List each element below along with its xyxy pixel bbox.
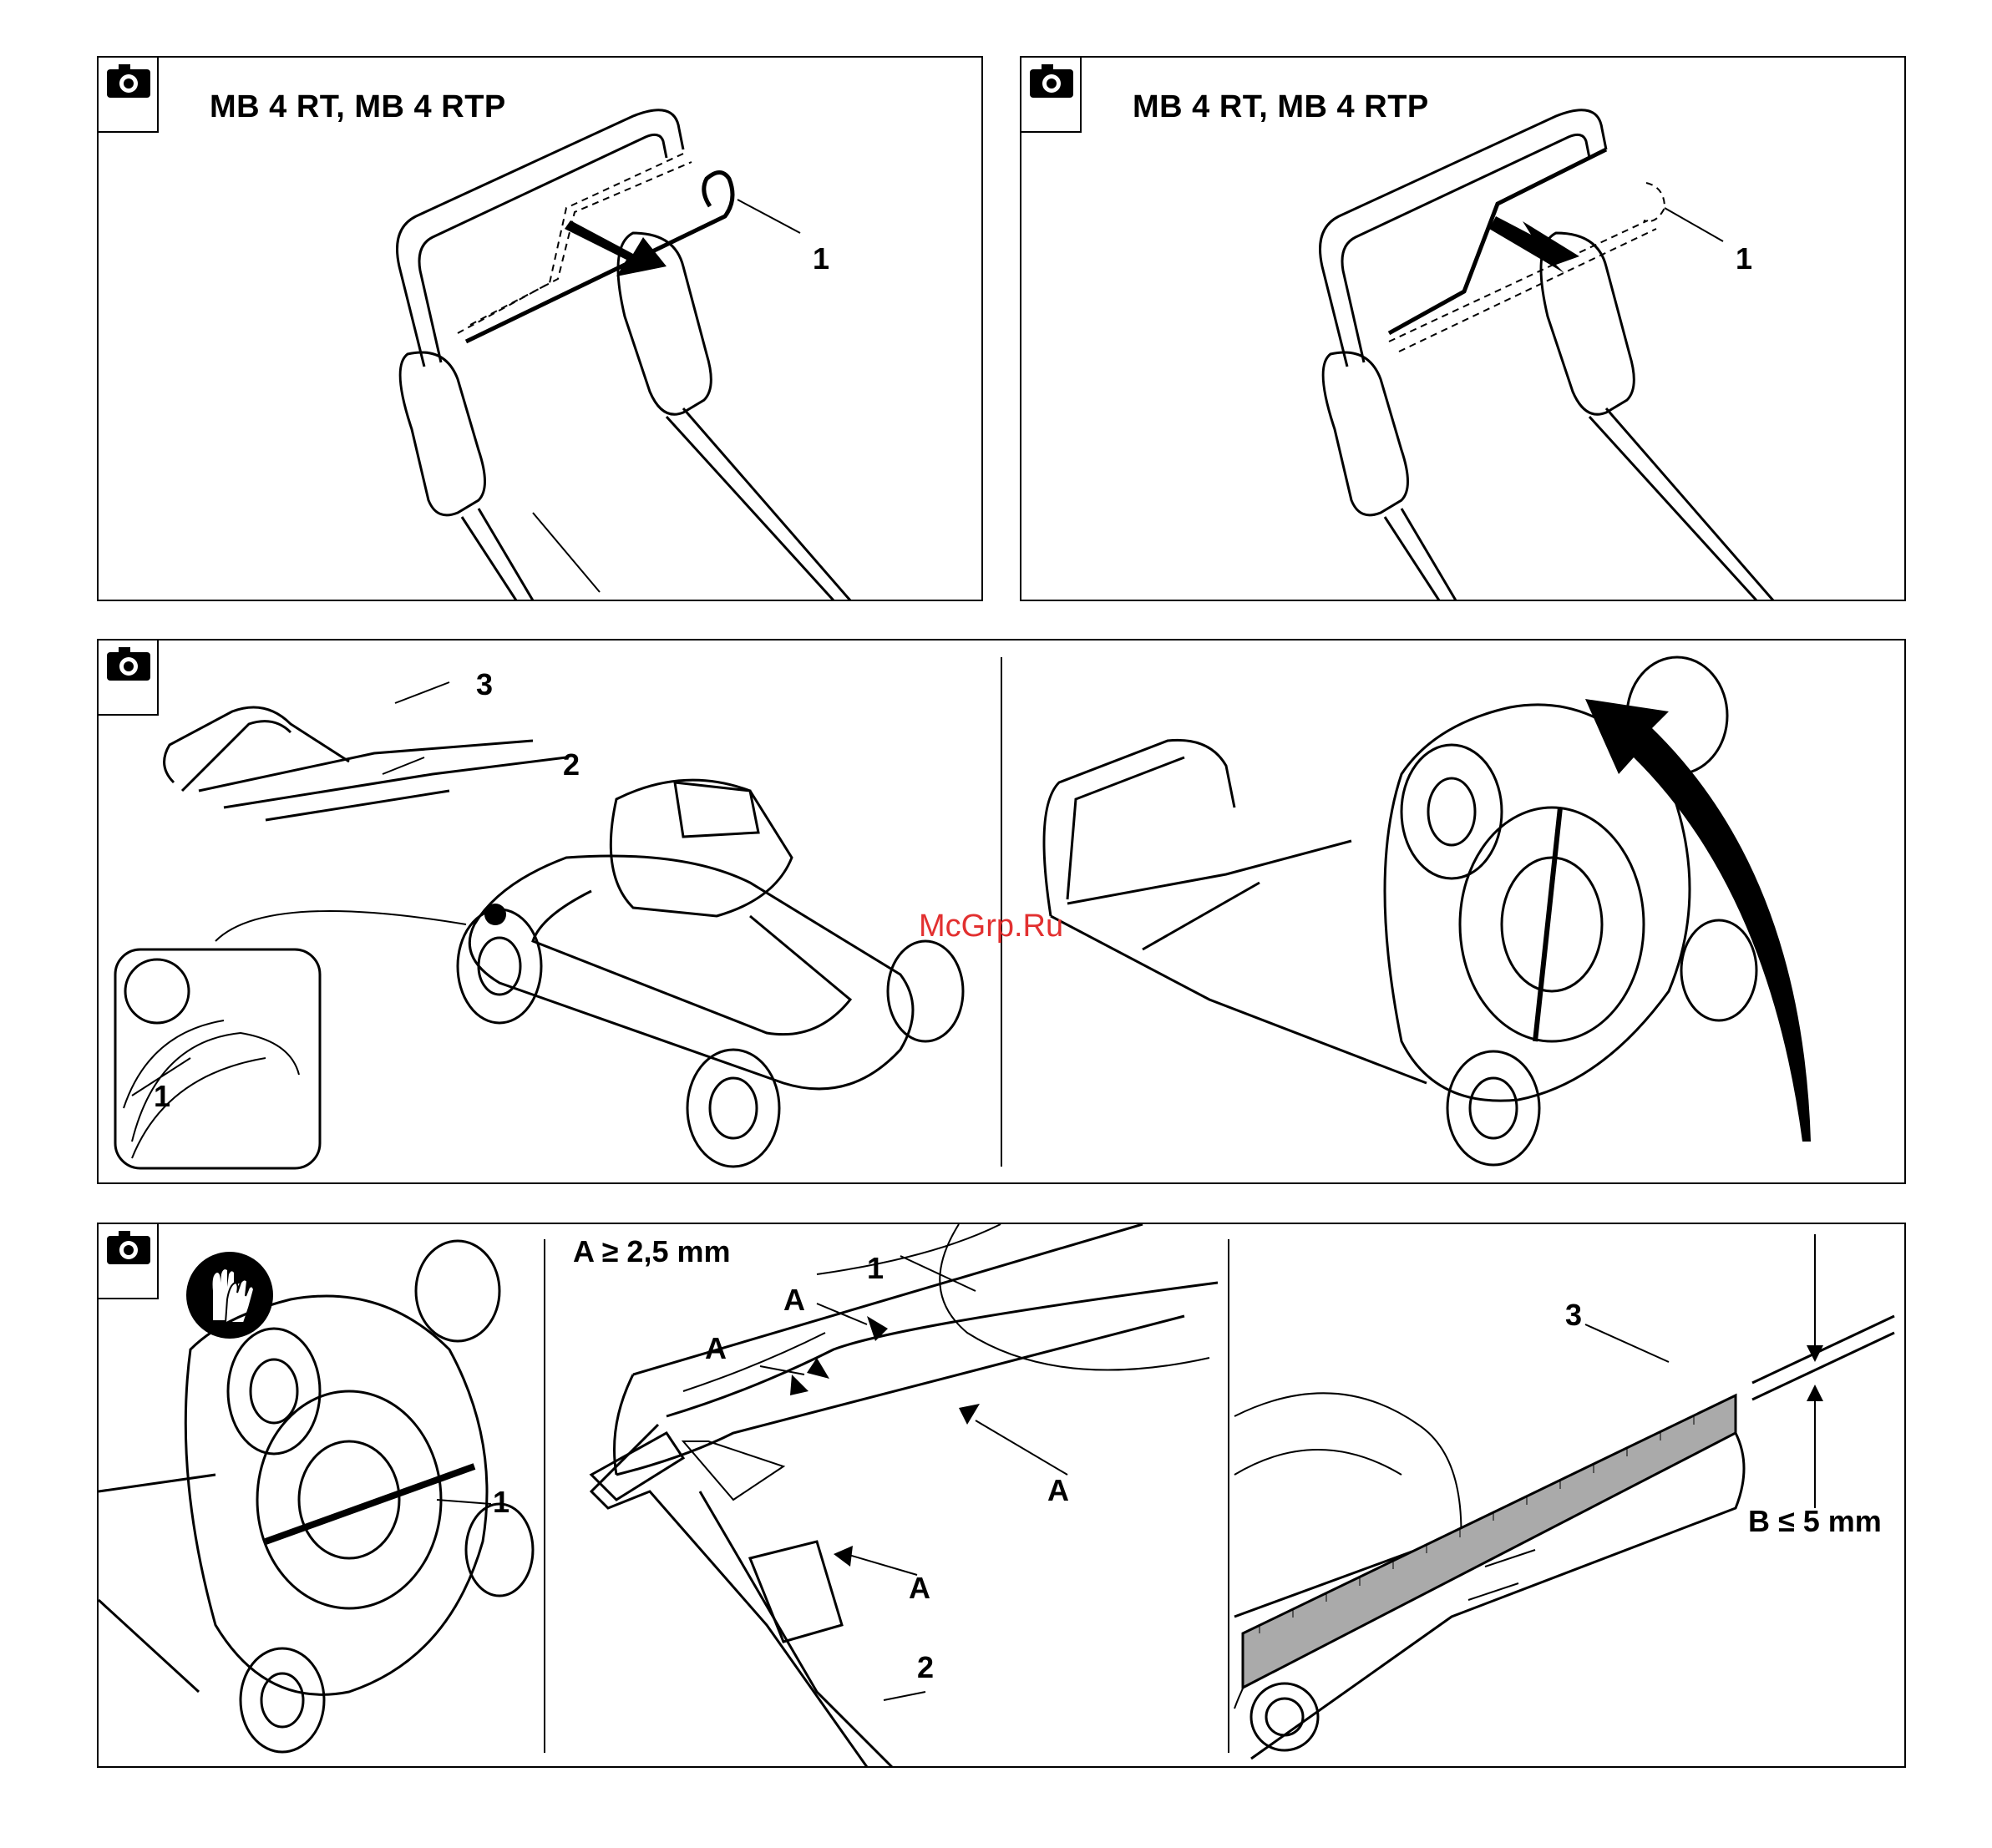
panel-top-left: MB 4 RT, MB 4 RTP 1: [97, 56, 983, 601]
callout-1: 1: [867, 1251, 884, 1286]
callout-1: 1: [493, 1485, 509, 1520]
callout-a: A: [1047, 1473, 1069, 1508]
blade-inspection-illustration: [99, 1224, 1903, 1767]
watermark: McGrp.Ru: [919, 909, 1063, 944]
dimension-b: B ≤ 5 mm: [1748, 1504, 1882, 1539]
panel-top-right: MB 4 RT, MB 4 RTP 1: [1020, 56, 1906, 601]
callout-1: 1: [1736, 241, 1752, 276]
handlebar-illustration: [99, 58, 982, 600]
handlebar-illustration: [1021, 58, 1905, 600]
dimension-a: A ≥ 2,5 mm: [573, 1234, 731, 1269]
callout-2: 2: [917, 1650, 934, 1685]
callout-a: A: [909, 1571, 930, 1606]
callout-a: A: [705, 1331, 727, 1366]
callout-a: A: [783, 1283, 805, 1318]
callout-3: 3: [1565, 1298, 1582, 1333]
callout-1: 1: [813, 241, 829, 276]
panel-bottom: 1 A ≥ 2,5 mm 1 A A A A 2 3 B ≤ 5 mm: [97, 1223, 1906, 1768]
